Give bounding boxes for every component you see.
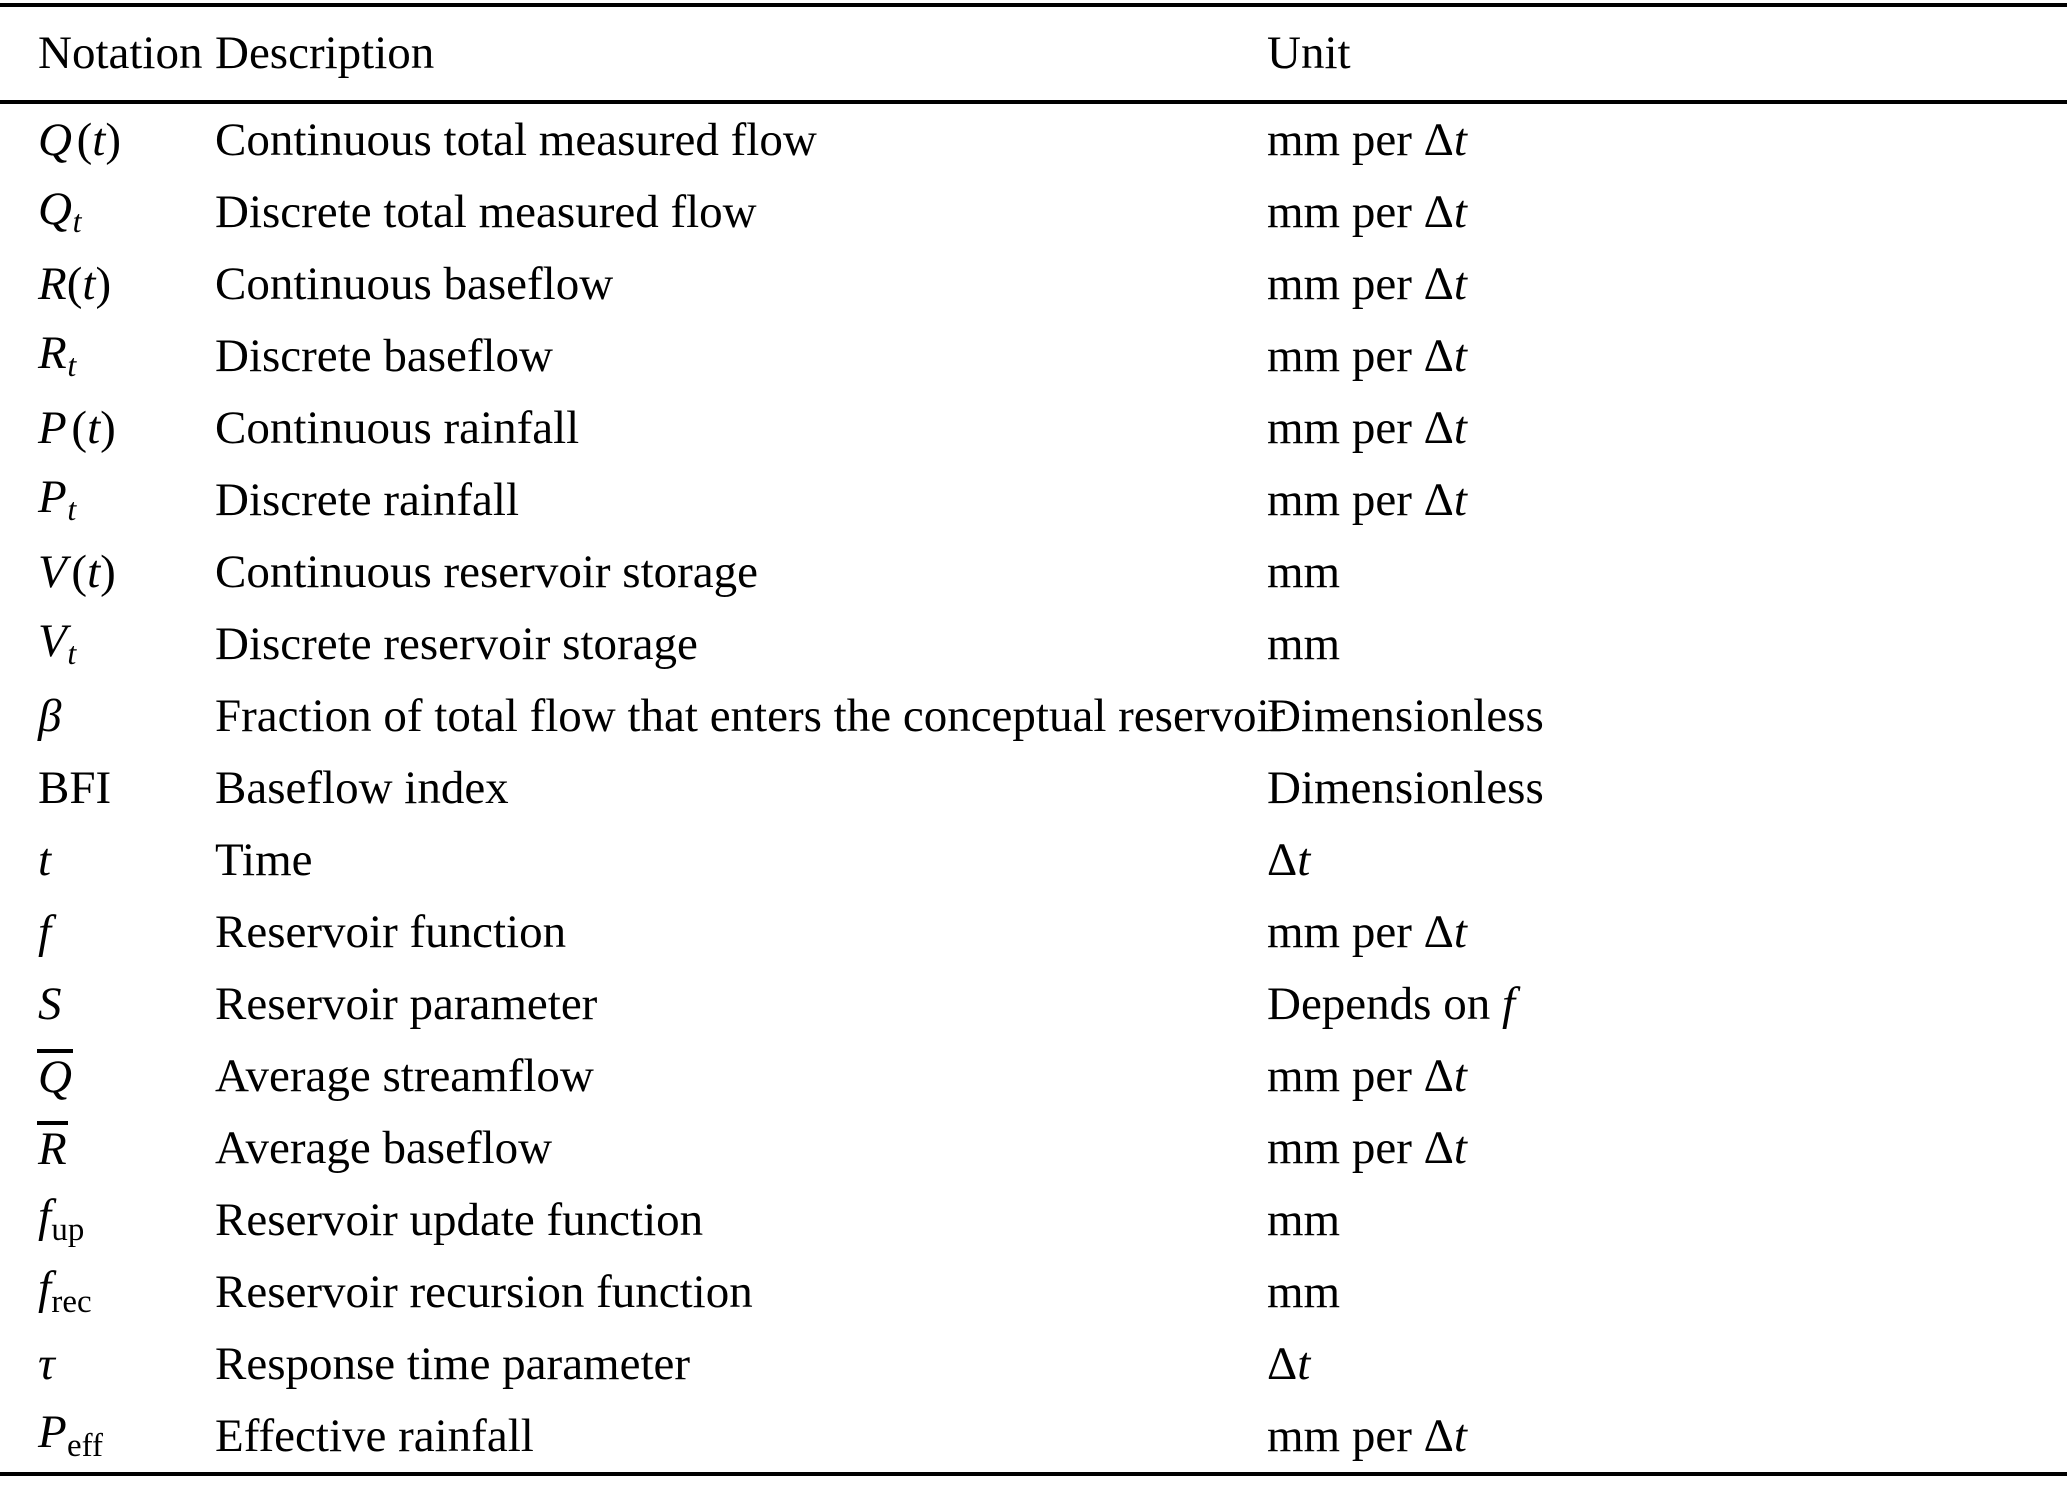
- unit-cell: mm per Δt: [1267, 1121, 1467, 1174]
- table-row: R(t) Continuous baseflow mm per Δt: [0, 248, 2067, 320]
- description-cell: Fraction of total flow that enters the c…: [215, 689, 1286, 742]
- notation-cell: Vt: [38, 614, 77, 672]
- notation-cell: Pt: [38, 470, 77, 528]
- notation-cell: Q: [36, 1048, 74, 1103]
- table-row: Pt Discrete rainfall mm per Δt: [0, 464, 2067, 536]
- unit-cell: Dimensionless: [1267, 761, 1544, 814]
- notation-cell: R(t): [38, 257, 112, 310]
- table-row: Q(t) Continuous total measured flow mm p…: [0, 104, 2067, 176]
- unit-cell: mm: [1267, 617, 1341, 670]
- description-cell: Discrete rainfall: [215, 473, 520, 526]
- table-row: τ Response time parameter Δt: [0, 1328, 2067, 1400]
- notation-cell: β: [38, 689, 62, 742]
- notation-cell: Q(t): [38, 113, 122, 166]
- unit-cell: mm per Δt: [1267, 1409, 1467, 1462]
- unit-cell: mm per Δt: [1267, 473, 1467, 526]
- notation-cell: Rt: [38, 326, 77, 384]
- unit-cell: mm per Δt: [1267, 905, 1467, 958]
- description-cell: Reservoir function: [215, 905, 567, 958]
- column-header-description: Description: [215, 27, 435, 79]
- table-row: fup Reservoir update function mm: [0, 1184, 2067, 1256]
- description-cell: Reservoir recursion function: [215, 1265, 753, 1318]
- table-header-rule: [0, 100, 2067, 104]
- table-row: t Time Δt: [0, 824, 2067, 896]
- unit-cell: mm: [1267, 545, 1341, 598]
- unit-cell: mm per Δt: [1267, 113, 1467, 166]
- table-row: Qt Discrete total measured flow mm per Δ…: [0, 176, 2067, 248]
- column-header-notation: Notation: [38, 27, 203, 79]
- table-row: S Reservoir parameter Depends on f: [0, 968, 2067, 1040]
- column-header-unit: Unit: [1245, 7, 2067, 100]
- notation-cell: S: [38, 977, 62, 1030]
- description-cell: Discrete total measured flow: [215, 185, 757, 238]
- description-cell: Discrete baseflow: [215, 329, 553, 382]
- table-row: frec Reservoir recursion function mm: [0, 1256, 2067, 1328]
- notation-cell: BFI: [38, 761, 112, 814]
- unit-cell: mm per Δt: [1267, 1049, 1467, 1102]
- description-cell: Response time parameter: [215, 1337, 691, 1390]
- table-row: β Fraction of total flow that enters the…: [0, 680, 2067, 752]
- notation-table: Notation Description Unit: [0, 7, 2067, 100]
- table-header: Notation Description Unit: [0, 7, 2067, 100]
- unit-cell: Depends on f: [1267, 977, 1516, 1030]
- description-cell: Discrete reservoir storage: [215, 617, 698, 670]
- description-cell: Reservoir update function: [215, 1193, 704, 1246]
- table-row: Rt Discrete baseflow mm per Δt: [0, 320, 2067, 392]
- notation-cell: Peff: [38, 1406, 103, 1464]
- header-row: Notation Description Unit: [0, 7, 2067, 100]
- description-cell: Reservoir parameter: [215, 977, 598, 1030]
- description-cell: Average baseflow: [215, 1121, 553, 1174]
- table-body: Q(t) Continuous total measured flow mm p…: [0, 104, 2067, 1472]
- description-cell: Continuous baseflow: [215, 257, 614, 310]
- notation-cell: τ: [38, 1337, 55, 1390]
- table-row: f Reservoir function mm per Δt: [0, 896, 2067, 968]
- table-row: Q Average streamflow mm per Δt: [0, 1040, 2067, 1112]
- table-row: Peff Effective rainfall mm per Δt: [0, 1400, 2067, 1472]
- table-top-rule: [0, 3, 2067, 7]
- table-row: P(t) Continuous rainfall mm per Δt: [0, 392, 2067, 464]
- unit-cell: mm per Δt: [1267, 401, 1467, 454]
- notation-cell: R: [36, 1120, 68, 1175]
- column-header-unit-label: Unit: [1267, 27, 1351, 79]
- table-row: BFI Baseflow index Dimensionless: [0, 752, 2067, 824]
- table-row: V(t) Continuous reservoir storage mm: [0, 536, 2067, 608]
- table-bottom-rule: [0, 1472, 2067, 1476]
- unit-cell: mm per Δt: [1267, 185, 1467, 238]
- description-cell: Baseflow index: [215, 761, 509, 814]
- description-cell: Continuous total measured flow: [215, 113, 817, 166]
- notation-cell: Qt: [38, 182, 82, 240]
- unit-cell: Δt: [1267, 833, 1311, 886]
- notation-cell: P(t): [38, 401, 116, 454]
- unit-cell: mm: [1267, 1265, 1341, 1318]
- unit-cell: mm: [1267, 1193, 1341, 1246]
- unit-cell: mm per Δt: [1267, 257, 1467, 310]
- notation-cell: fup: [38, 1190, 85, 1248]
- notation-table-body: Q(t) Continuous total measured flow mm p…: [0, 104, 2067, 1472]
- unit-cell: Δt: [1267, 1337, 1311, 1390]
- table-row: Vt Discrete reservoir storage mm: [0, 608, 2067, 680]
- description-cell: Continuous reservoir storage: [215, 545, 759, 598]
- notation-cell: V(t): [38, 545, 116, 598]
- unit-cell: Dimensionless: [1267, 689, 1544, 742]
- unit-cell: mm per Δt: [1267, 329, 1467, 382]
- notation-cell: frec: [38, 1262, 92, 1320]
- notation-cell: t: [38, 833, 52, 886]
- description-cell: Continuous rainfall: [215, 401, 580, 454]
- table-row: R Average baseflow mm per Δt: [0, 1112, 2067, 1184]
- notation-table-figure: Notation Description Unit Q(t) Continuou…: [0, 3, 2067, 1489]
- description-cell: Effective rainfall: [215, 1409, 534, 1462]
- description-cell: Time: [215, 833, 313, 886]
- description-cell: Average streamflow: [215, 1049, 594, 1102]
- notation-cell: f: [38, 905, 52, 958]
